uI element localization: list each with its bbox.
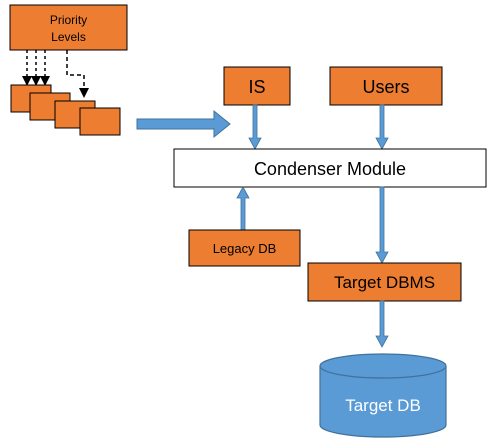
is-node: IS [223, 66, 291, 106]
priority-levels-label-line1: Priority [50, 13, 87, 27]
priority-dashed-arrows [22, 50, 89, 98]
target-dbms-node: Target DBMS [307, 262, 462, 302]
condenser-module-label: Condenser Module [254, 159, 406, 179]
priority-levels-node: Priority Levels [9, 4, 128, 51]
queue-to-condenser-arrow [136, 109, 231, 139]
is-to-condenser-arrow [248, 104, 262, 150]
target-db-cylinder: Target DB [319, 353, 447, 438]
users-to-condenser-arrow [375, 104, 389, 150]
users-node: Users [329, 66, 443, 106]
dbms-to-db-arrow [375, 300, 389, 348]
queue-stack [10, 84, 121, 136]
target-db-label: Target DB [345, 396, 421, 415]
is-label: IS [248, 77, 265, 97]
legacy-db-label: Legacy DB [213, 241, 277, 256]
condenser-module-node: Condenser Module [173, 148, 487, 188]
legacy-to-condenser-arrow [236, 186, 250, 231]
users-label: Users [362, 77, 409, 97]
target-dbms-label: Target DBMS [334, 273, 435, 292]
legacy-db-node: Legacy DB [188, 229, 301, 267]
priority-levels-label-line2: Levels [51, 30, 86, 44]
condenser-to-dbms-arrow [375, 186, 389, 264]
